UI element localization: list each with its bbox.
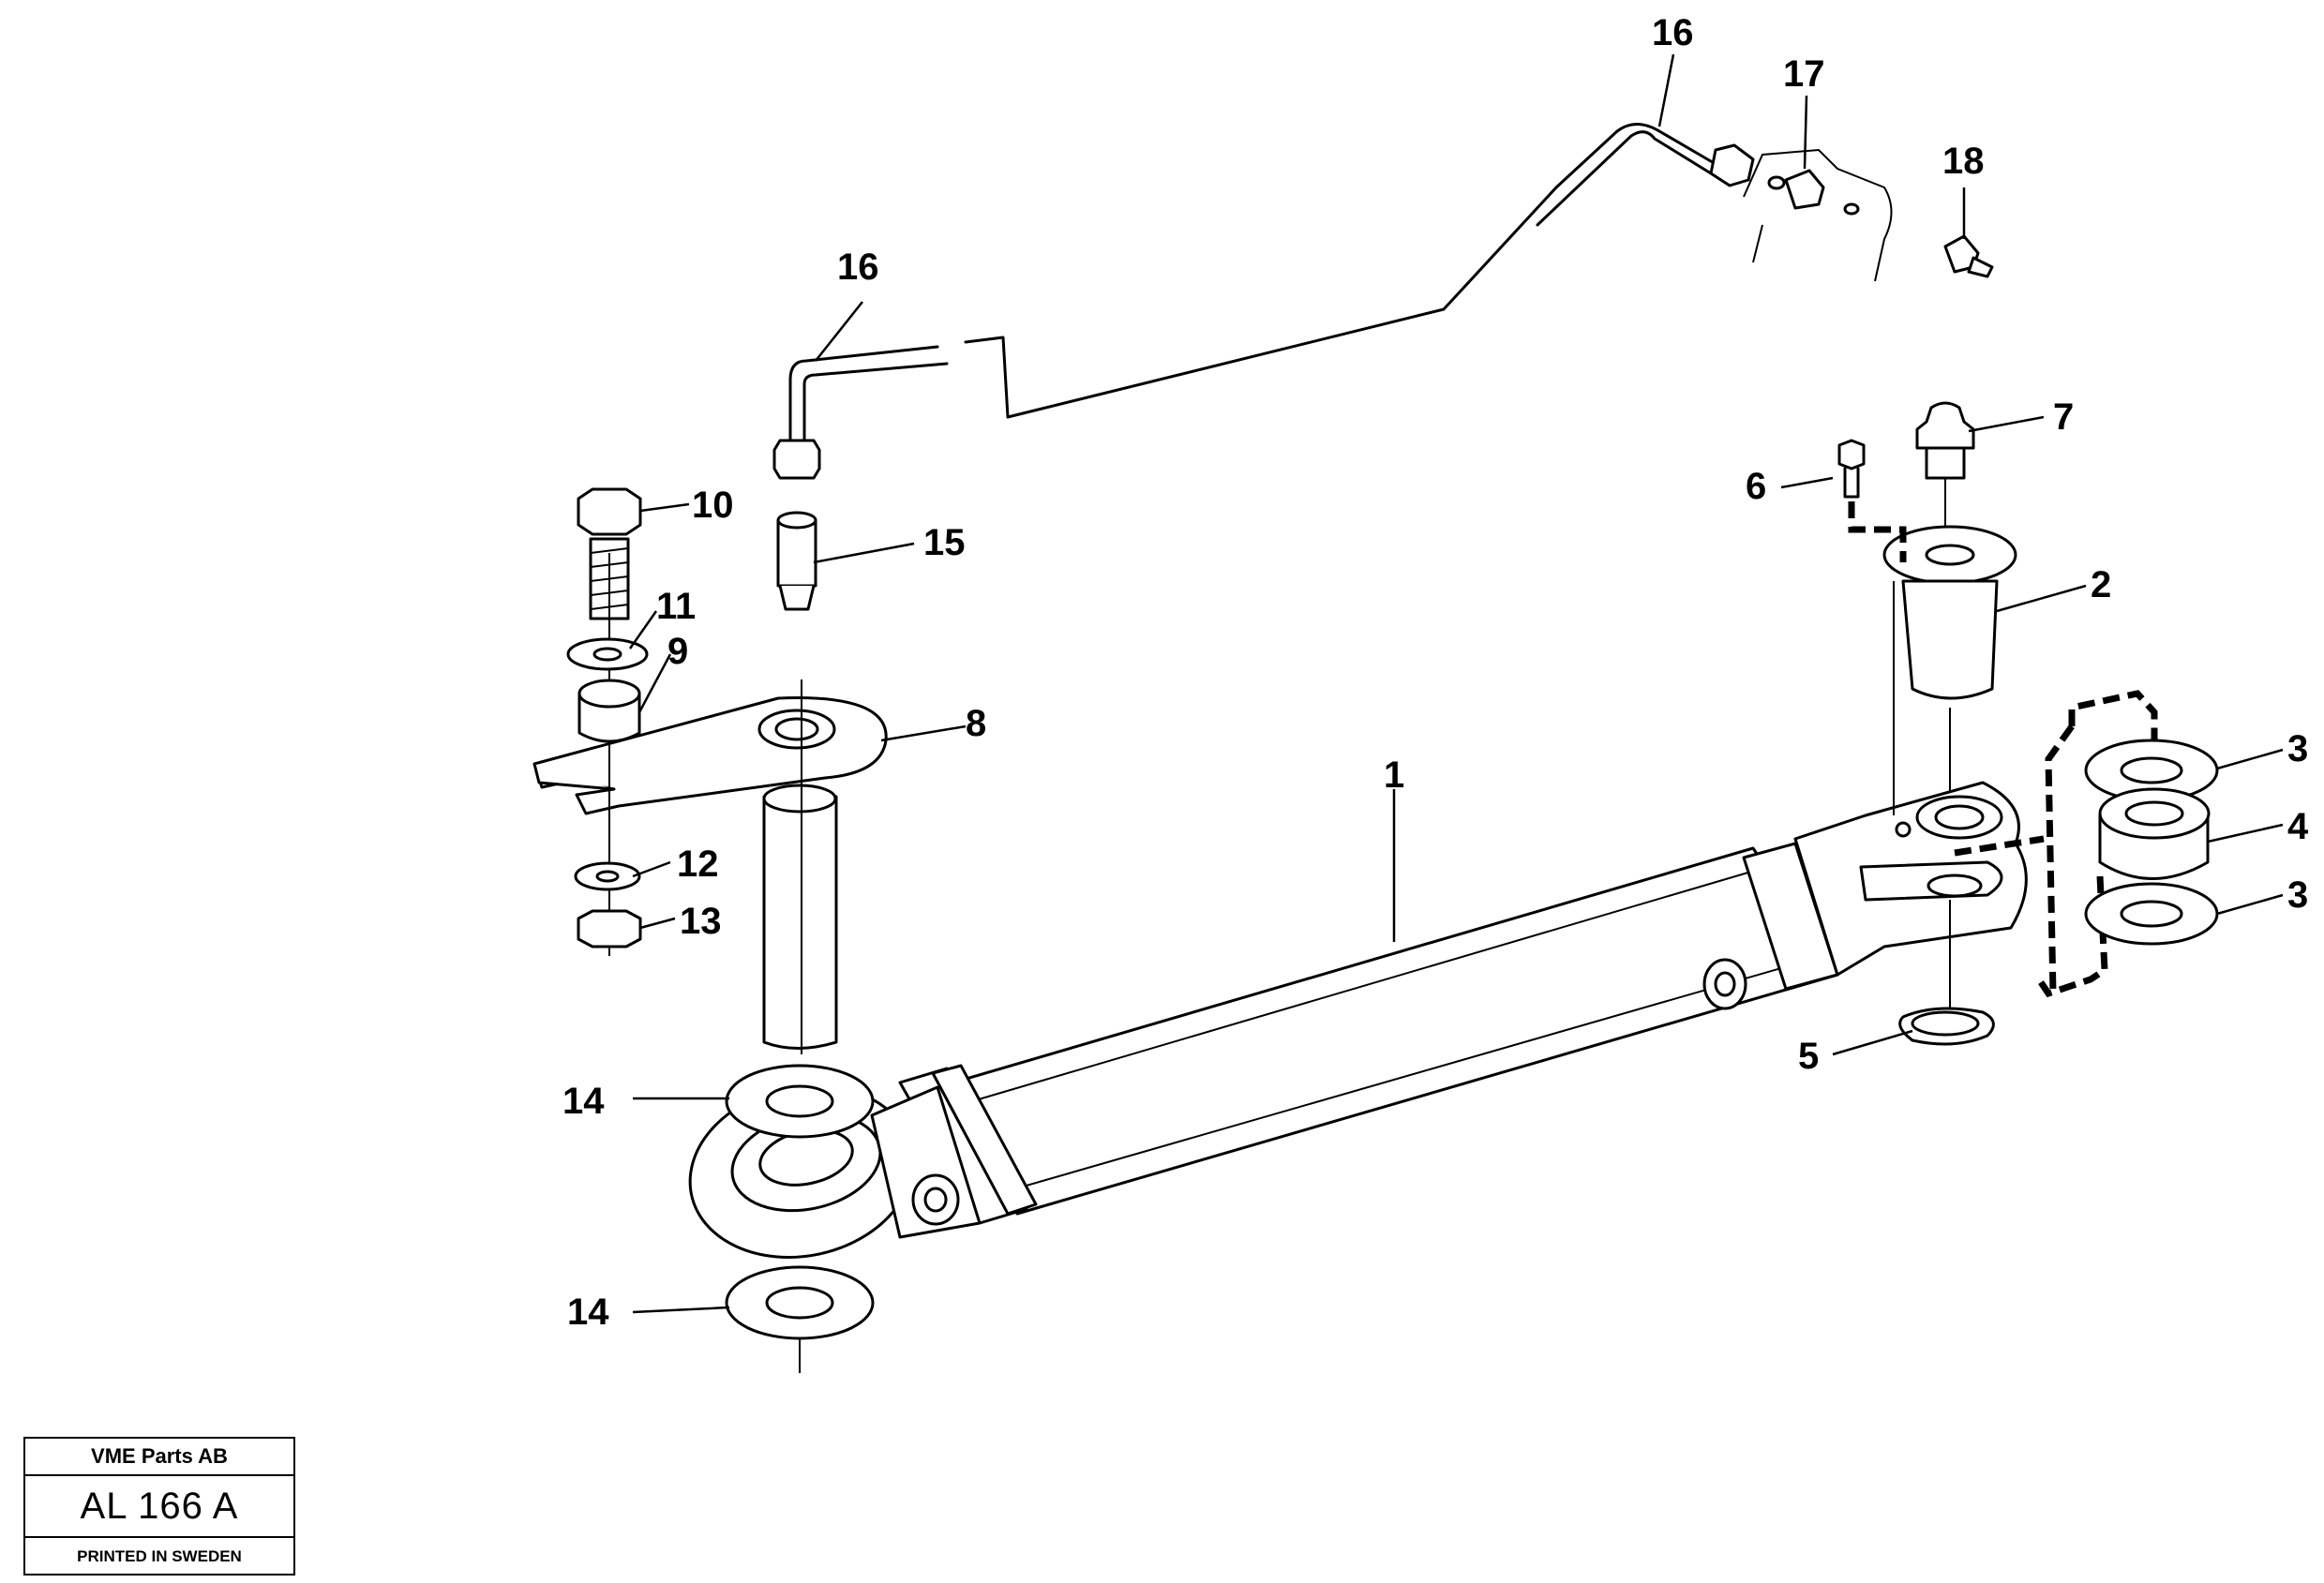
callout-14-lower: 14	[567, 1292, 609, 1333]
callout-3-upper: 3	[2287, 728, 2308, 769]
callout-18: 18	[1942, 141, 1985, 182]
title-block: VME Parts AB AL 166 A PRINTED IN SWEDEN	[23, 1437, 295, 1576]
callout-3-lower: 3	[2287, 874, 2308, 916]
callout-labels: 1 2 3 4 3 5 6 7 8 9 10 11 12 13 14 14 15…	[562, 12, 2309, 1333]
callout-8: 8	[966, 703, 986, 744]
bearing-assembly-right	[1954, 690, 2219, 998]
adapter-and-pipe	[772, 123, 1755, 611]
callout-16-upper: 16	[1652, 12, 1694, 53]
callout-17: 17	[1783, 53, 1825, 95]
company-name: VME Parts AB	[25, 1439, 293, 1476]
callout-10: 10	[692, 485, 734, 526]
callout-15: 15	[923, 522, 966, 563]
callout-5: 5	[1798, 1036, 1819, 1077]
callout-13: 13	[680, 901, 722, 942]
callout-1: 1	[1384, 754, 1404, 796]
callout-7: 7	[2053, 396, 2074, 438]
printed-note: PRINTED IN SWEDEN	[77, 1547, 242, 1565]
hydraulic-cylinder	[688, 781, 2028, 1260]
callout-12: 12	[677, 844, 719, 885]
callout-16-lower: 16	[837, 246, 879, 288]
callout-11: 11	[656, 586, 696, 627]
callout-6: 6	[1746, 466, 1766, 507]
callout-2: 2	[2091, 564, 2111, 605]
anchor-bracket-left	[532, 679, 888, 1373]
callout-14-upper: 14	[562, 1081, 605, 1122]
fittings-top-right	[1743, 148, 1994, 282]
callout-4: 4	[2287, 806, 2309, 847]
pin-assembly-right	[1837, 401, 2017, 1046]
leader-lines	[628, 53, 2284, 1314]
drawing-code: AL 166 A	[25, 1476, 293, 1538]
bolt-stack-left	[566, 487, 649, 956]
callout-9: 9	[667, 631, 688, 672]
